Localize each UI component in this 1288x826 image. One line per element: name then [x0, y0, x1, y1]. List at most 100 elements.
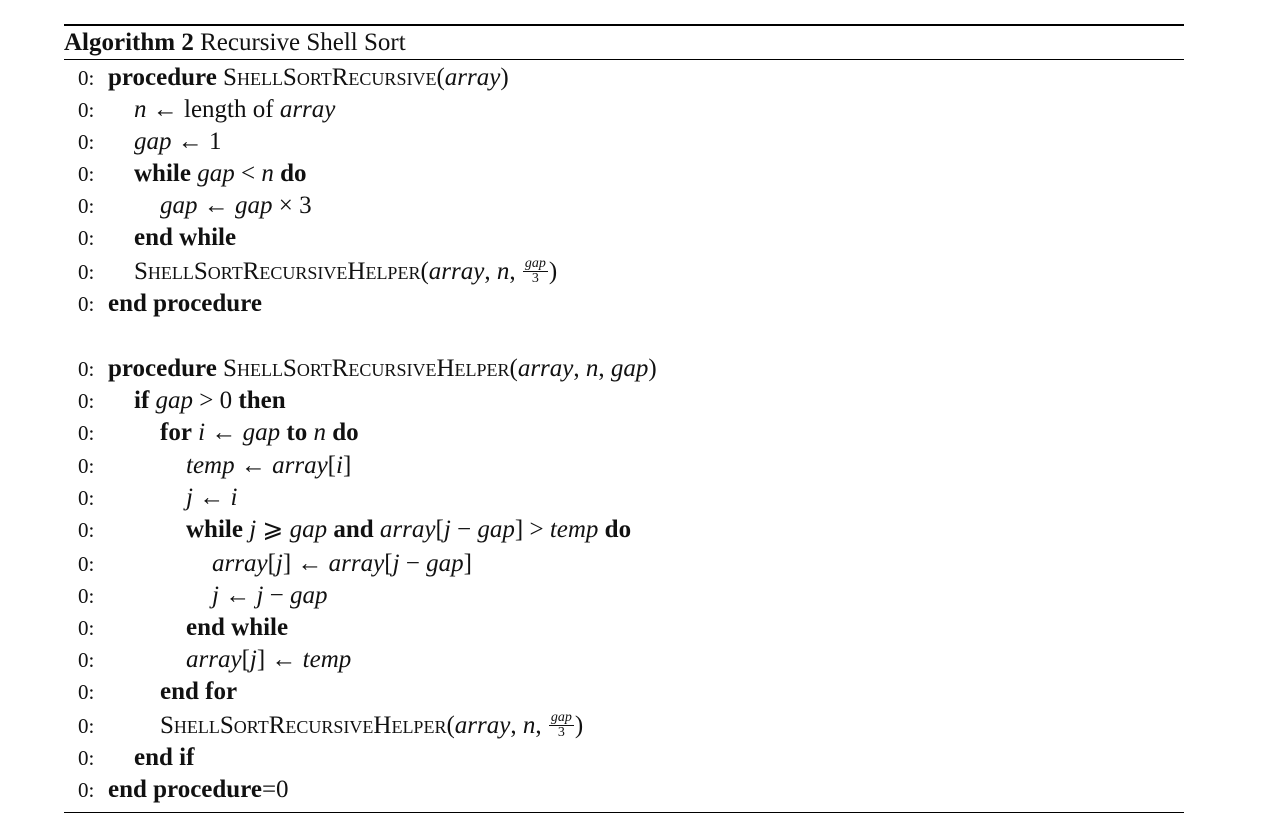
line-code: while gap < n do [134, 158, 306, 190]
variable: n [313, 419, 326, 446]
code-text: − [263, 582, 291, 609]
code-text: , [598, 355, 611, 382]
line-number: 0: [78, 130, 95, 154]
keyword: do [332, 419, 359, 446]
line-number: 0: [78, 714, 95, 738]
variable: j [275, 550, 283, 577]
procedure-name: ShellSortRecursive [223, 64, 437, 91]
line-code: procedure ShellSortRecursive(array) [108, 62, 509, 94]
procedure-name: ShellSortRecursiveHelper [134, 258, 421, 285]
line-code: gap ← gap × 3 [160, 190, 312, 222]
keyword: end procedure [108, 290, 262, 317]
variable: gap [289, 516, 328, 543]
code-text: ] > [514, 516, 550, 543]
line-number: 0: [78, 421, 95, 445]
code-text: [ [327, 452, 336, 479]
code-text: , [510, 712, 523, 739]
line-number: 0: [78, 454, 95, 478]
line-code: gap ← 1 [134, 126, 222, 158]
variable: n [496, 258, 510, 285]
variable: array [212, 550, 268, 577]
variable: gap [235, 192, 273, 219]
line-code: end procedure=0 [108, 774, 289, 806]
code-text: ] [463, 550, 472, 577]
line-number: 0: [78, 226, 95, 250]
algorithm-block: Algorithm 2 Recursive Shell Sort 0: proce… [64, 0, 1184, 826]
code-text: − [450, 516, 478, 543]
code-text: ] [342, 452, 352, 479]
variable: array [517, 355, 574, 382]
variable: gap [426, 550, 464, 577]
code-text: [ [267, 550, 276, 577]
line-code: n ← length of array [134, 94, 335, 126]
keyword: then [238, 387, 286, 414]
code-text: × 3 [272, 192, 312, 219]
line-code: if gap > 0 then [134, 385, 286, 417]
variable: array [428, 258, 485, 285]
code-text: − [399, 550, 427, 577]
variable: j [392, 550, 400, 577]
line-number: 0: [78, 292, 95, 316]
line-code: array[j] ← temp [186, 644, 351, 676]
variable: array [272, 452, 328, 479]
code-text: ( [509, 355, 518, 382]
code-text: , [535, 712, 548, 739]
variable: array [454, 712, 511, 739]
algorithm-title: Recursive Shell Sort [200, 29, 406, 56]
variable: i [336, 452, 343, 479]
line-number: 0: [78, 778, 95, 802]
code-text: ) [574, 712, 584, 739]
algorithm-label: Algorithm 2 [64, 29, 194, 56]
variable: gap [477, 516, 515, 543]
code-text: , [573, 355, 586, 382]
keyword: do [280, 160, 307, 187]
variable: temp [186, 452, 235, 479]
keyword: end for [160, 678, 238, 705]
line-number: 0: [78, 66, 95, 90]
variable: j [212, 582, 219, 609]
keyword: procedure [108, 64, 217, 91]
top-rule [64, 24, 1184, 26]
line-number: 0: [78, 746, 95, 770]
line-code: while j ⩾ gap and array[j − gap] > temp … [186, 514, 631, 546]
code-text: [ [435, 516, 444, 543]
variable: n [261, 160, 274, 187]
code-text: ← length of [146, 96, 280, 123]
fraction-denominator: 3 [531, 270, 539, 286]
variable: j [186, 484, 193, 511]
code-text: ) [648, 355, 657, 382]
line-code: end while [186, 612, 288, 644]
line-code: j ← i [186, 482, 237, 514]
line-code: end procedure [108, 288, 262, 320]
variable: array [444, 64, 501, 91]
keyword: end if [134, 744, 195, 771]
variable: gap [160, 192, 198, 219]
variable: n [522, 712, 536, 739]
line-number: 0: [78, 98, 95, 122]
keyword: end procedure [108, 776, 262, 803]
variable: i [198, 419, 206, 446]
code-text: ( [446, 712, 455, 739]
code-text: =0 [261, 776, 289, 803]
variable: gap [155, 387, 194, 414]
bottom-rule [64, 812, 1184, 813]
line-code: array[j] ← array[j − gap] [212, 548, 472, 580]
code-text: ← [197, 192, 235, 219]
variable: n [585, 355, 599, 382]
procedure-name: ShellSortRecursiveHelper [223, 355, 510, 382]
line-number: 0: [78, 486, 95, 510]
line-number: 0: [78, 357, 95, 381]
code-text: ← [192, 484, 231, 511]
code-text: ← 1 [171, 128, 222, 155]
variable: j [249, 516, 257, 543]
variable: temp [302, 646, 352, 673]
variable: temp [549, 516, 599, 543]
code-text: ← [234, 452, 273, 479]
caption-rule [64, 59, 1184, 60]
line-number: 0: [78, 518, 95, 542]
code-text: ← [218, 582, 257, 609]
line-code: temp ← array[i] [186, 450, 351, 482]
keyword: and [333, 516, 374, 543]
line-number: 0: [78, 552, 95, 576]
